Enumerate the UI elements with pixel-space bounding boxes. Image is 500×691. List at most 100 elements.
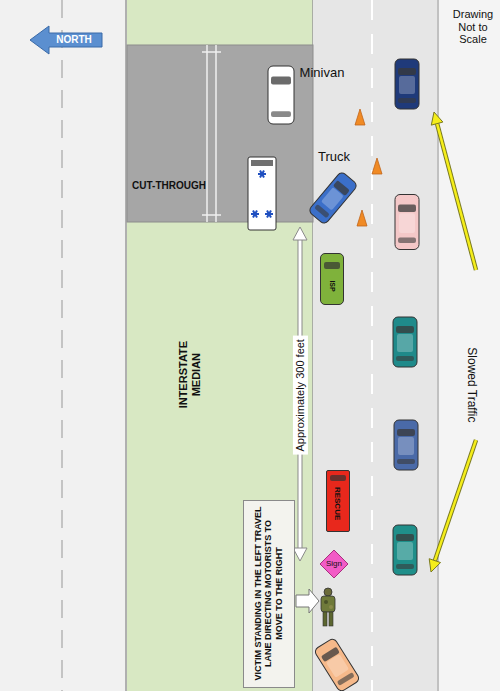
victim-body (321, 596, 335, 612)
star-of-life (253, 211, 257, 218)
rear-window (271, 111, 291, 117)
median-green (127, 0, 313, 691)
traffic-note: Slowed Traffic (465, 347, 479, 422)
node-text: ISP (328, 280, 336, 291)
victim-leg (323, 612, 327, 626)
star-of-life (267, 211, 271, 218)
windshield (330, 475, 346, 481)
southbound-road (313, 0, 500, 691)
arrow-shaft (435, 440, 476, 561)
cut-through-area: CUT-THROUGH (127, 45, 313, 222)
roof (398, 437, 414, 455)
node-text: Sign (326, 559, 342, 568)
diamond-shape (320, 550, 348, 578)
node-text: RESCUE (333, 487, 342, 520)
windshield (396, 534, 414, 541)
car (394, 420, 418, 470)
vehicle-label: Truck (318, 150, 350, 165)
sign-diamond: Sign (319, 549, 349, 579)
minivan (268, 66, 294, 124)
star-of-life (253, 211, 257, 218)
roof (397, 334, 413, 352)
car (314, 637, 361, 691)
node-text: CUT-THROUGH (132, 180, 206, 192)
vehicle-label: Minivan (300, 66, 345, 81)
rear-window (397, 459, 415, 464)
traffic-cone (372, 158, 382, 174)
victim-figure (321, 588, 335, 626)
vehicle-body (395, 59, 419, 109)
northbound-road (0, 0, 127, 691)
windshield (397, 429, 415, 436)
lane-line (61, 0, 63, 691)
star-of-life (260, 171, 264, 178)
vehicle-body (393, 525, 417, 575)
truck (308, 171, 358, 225)
rescue-truck: RESCUE (326, 470, 350, 532)
roof (397, 542, 413, 560)
ambulance-cab-window (251, 160, 273, 166)
rear-window (337, 672, 355, 686)
shoulder (439, 0, 500, 691)
traffic-cone (357, 210, 367, 226)
rear-window (398, 98, 416, 103)
vehicle-body (393, 317, 417, 367)
windshield (398, 204, 416, 212)
road-edge-line (437, 0, 439, 691)
vehicle-body (308, 171, 358, 225)
car (393, 317, 417, 367)
roof (326, 654, 349, 678)
windshield (398, 68, 416, 75)
rear-window (398, 237, 416, 243)
north-arrow (30, 26, 102, 54)
arrow-shaft (437, 124, 476, 270)
vehicle-body (314, 637, 361, 691)
vehicle-body (268, 66, 294, 124)
car (395, 195, 419, 250)
callout-arrow (296, 589, 319, 613)
lane-line (371, 0, 373, 691)
windshield (324, 262, 340, 269)
victim-leg (329, 612, 333, 626)
traffic-arrow (429, 440, 476, 572)
camo-spot (324, 600, 328, 604)
vehicle-body (394, 420, 418, 470)
arrowhead (429, 559, 440, 572)
arrowhead (431, 112, 443, 125)
roof (399, 76, 415, 94)
traffic-cone (355, 109, 365, 125)
node-text: VICTIM STANDING IN THE LEFT TRAVEL LANE … (253, 506, 284, 682)
vehicle-body (395, 195, 419, 250)
car (395, 59, 419, 109)
arrowhead (293, 548, 307, 561)
dimension-arrow (293, 227, 307, 561)
crossover-tick (202, 51, 221, 53)
roof (321, 187, 344, 210)
star-of-life (267, 211, 271, 218)
arrow-outline (437, 124, 476, 270)
arrow-outline (435, 440, 476, 561)
rear-window (314, 204, 330, 218)
windshield (396, 326, 414, 333)
compass-label: NORTH (56, 34, 92, 46)
dimension-label: Approximately 300 feet (293, 336, 308, 455)
rear-window (396, 564, 414, 569)
ambulance-body (248, 157, 276, 230)
crossover-line (206, 45, 208, 222)
camo-spot (329, 605, 333, 609)
rear-window (396, 356, 414, 361)
ambulance (248, 157, 276, 230)
car (393, 525, 417, 575)
roof (399, 213, 415, 233)
cut-through-pavement (127, 45, 313, 222)
scale-note: Drawing Not to Scale (450, 8, 496, 46)
crossover-line (215, 45, 217, 222)
police-car: ISP (320, 253, 344, 305)
node-text: INTERSTATE MEDIAN (177, 335, 202, 415)
roof (272, 86, 290, 107)
windshield (271, 76, 291, 84)
crossover-tick (202, 214, 221, 216)
callout-box: VICTIM STANDING IN THE LEFT TRAVEL LANE … (243, 500, 295, 688)
star-of-life (260, 171, 264, 178)
